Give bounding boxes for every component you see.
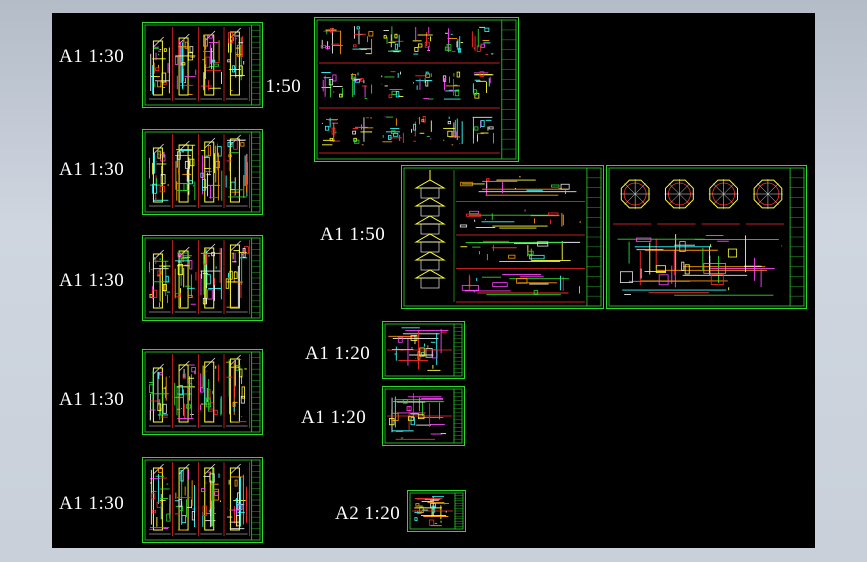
sheet-linework [144,131,261,213]
sheet-linework [608,167,805,307]
sheet-linework [144,237,261,319]
drawing-sheet-octagon-plans[interactable] [606,165,807,309]
sheet-linework [403,167,602,307]
sheet-linework [384,388,463,444]
drawing-sheet-pagoda-sections[interactable] [401,165,604,309]
drawing-sheet-elevation-4[interactable] [142,349,263,435]
drawing-sheet-details-grid[interactable] [314,17,519,162]
sheet-linework [384,323,463,377]
drawing-sheet-elevation-2[interactable] [142,129,263,215]
cad-model-space[interactable]: A1 1:30 A1 1:30 A1 1:30 A1 1:30 A1 1:30 … [52,13,815,548]
scale-label-3: A1 1:30 [59,270,125,291]
drawing-sheet-elevation-1[interactable] [142,22,263,108]
sheet-linework [409,492,464,530]
scale-label-5: A1 1:30 [59,493,125,514]
scale-label-2: A1 1:30 [59,159,125,180]
scale-label-8: A1 1:20 [305,343,371,364]
sheet-linework [144,459,261,541]
scale-label-7: A1 1:50 [320,224,386,245]
drawing-sheet-details-small-1[interactable] [382,321,465,379]
scale-label-10: A2 1:20 [335,503,401,524]
drawing-sheet-elevation-3[interactable] [142,235,263,321]
scale-label-9: A1 1:20 [301,407,367,428]
sheet-linework [316,19,517,160]
sheet-linework [144,24,261,106]
drawing-sheet-elevation-5[interactable] [142,457,263,543]
scale-label-4: A1 1:30 [59,389,125,410]
drawing-sheet-details-small-3[interactable] [407,490,466,532]
drawing-sheet-details-small-2[interactable] [382,386,465,446]
sheet-linework [144,351,261,433]
scale-label-1: A1 1:30 [59,46,125,67]
